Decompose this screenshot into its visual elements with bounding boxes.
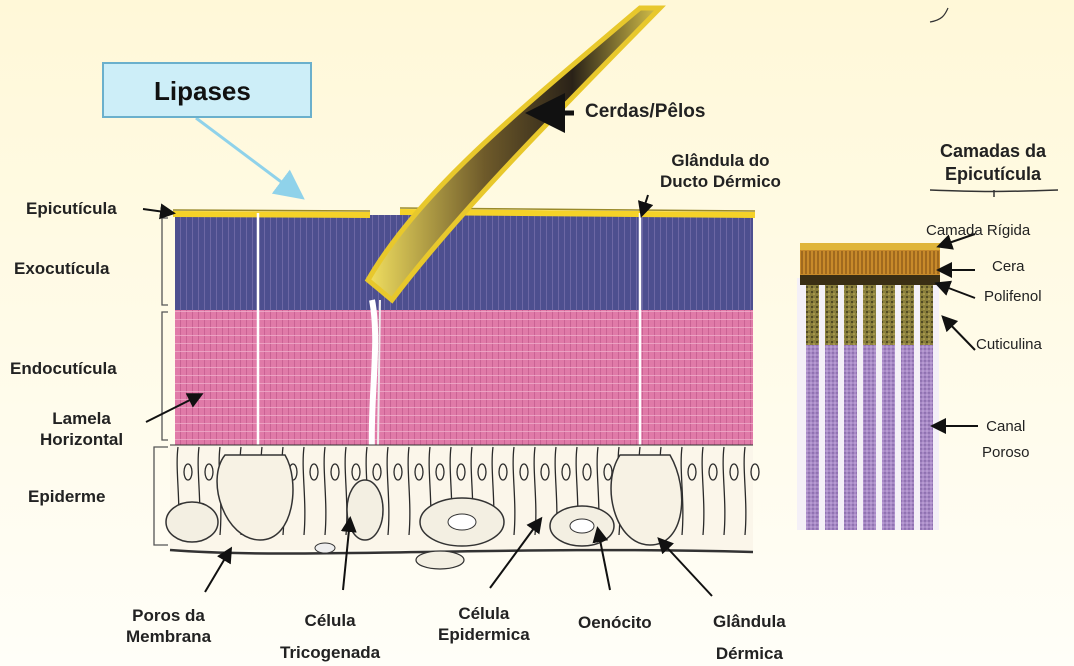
label-exocuticula: Exocutícula: [14, 258, 109, 279]
epicuticle-panel-title-line1: Camadas da: [940, 140, 1046, 163]
label-tricogenada: Célula Tricogenada: [280, 605, 380, 666]
label-glandula-dermica: Glândula Dérmica: [713, 606, 786, 666]
label-canal-line1: Canal: [982, 414, 1030, 440]
label-cerdas: Cerdas/Pêlos: [585, 100, 705, 124]
label-poros-line1: Poros da: [126, 605, 211, 626]
label-endocuticula: Endocutícula: [10, 358, 117, 379]
lipases-callout: Lipases: [102, 62, 312, 118]
lipases-label: Lipases: [154, 76, 251, 107]
label-polifenol: Polifenol: [984, 288, 1042, 307]
label-cuticulina: Cuticulina: [976, 336, 1042, 355]
label-epidermica: Célula Epidermica: [438, 603, 530, 646]
epicuticle-panel-title: Camadas da Epicutícula: [940, 140, 1046, 185]
label-epidermica-line2: Epidermica: [438, 624, 530, 645]
epicuticle-panel-title-line2: Epicutícula: [940, 163, 1046, 186]
rigid-layer: [800, 243, 940, 250]
label-oenocito: Oenócito: [578, 612, 652, 633]
label-poros-line2: Membrana: [126, 626, 211, 647]
label-epidermica-line1: Célula: [438, 603, 530, 624]
label-glandula-ducto: Glândula do Ducto Dérmico: [660, 150, 781, 193]
label-camada-rigida: Camada Rígida: [926, 222, 1030, 241]
label-canal-poroso: Canal Poroso: [982, 414, 1030, 467]
endocuticle-layer: [175, 310, 753, 445]
label-epicuticula: Epicutícula: [26, 198, 117, 219]
label-glandula-dermica-line2: Dérmica: [713, 638, 786, 666]
label-lamela-line2: Horizontal: [40, 429, 123, 450]
label-tricogenada-line2: Tricogenada: [280, 637, 380, 666]
label-glandula-ducto-line2: Ducto Dérmico: [660, 171, 781, 192]
label-lamela-line1: Lamela: [40, 408, 123, 429]
label-tricogenada-line1: Célula: [280, 605, 380, 637]
label-canal-line2: Poroso: [982, 440, 1030, 466]
label-lamela: Lamela Horizontal: [40, 408, 123, 451]
label-epiderme: Epiderme: [28, 486, 105, 507]
label-glandula-dermica-line1: Glândula: [713, 606, 786, 638]
label-poros: Poros da Membrana: [126, 605, 211, 648]
exocuticle-layer: [175, 215, 753, 310]
label-cera: Cera: [992, 258, 1025, 277]
polyphenol-layer: [800, 275, 940, 285]
label-glandula-ducto-line1: Glândula do: [660, 150, 781, 171]
